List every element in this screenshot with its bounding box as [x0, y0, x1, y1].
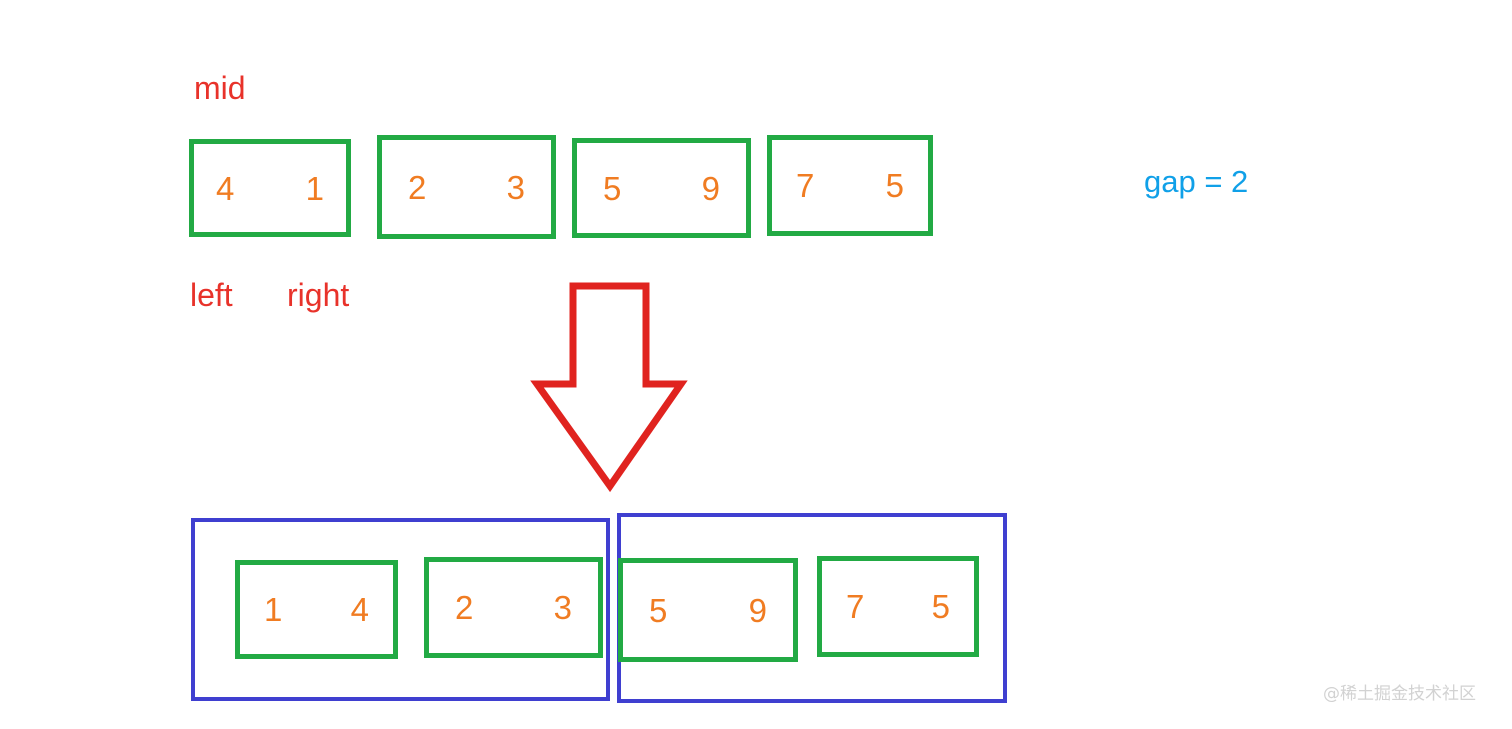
- top-cell-1-left-value: 2: [408, 168, 427, 206]
- bottom-left-cell-0: 1 4: [235, 560, 398, 659]
- bottom-right-cell-0: 5 9: [618, 558, 798, 662]
- label-gap: gap = 2: [1144, 164, 1249, 199]
- top-cell-1-right-value: 3: [506, 168, 525, 206]
- bottom-right-cell-1-right-value: 5: [931, 588, 950, 625]
- group-left: [191, 518, 610, 701]
- bottom-left-cell-0-left-value: 1: [264, 591, 283, 628]
- down-arrow-icon: [524, 278, 714, 496]
- bottom-right-cell-0-left-value: 5: [649, 591, 668, 629]
- top-cell-2: 5 9: [572, 138, 751, 238]
- bottom-right-cell-0-right-value: 9: [748, 591, 767, 629]
- top-cell-1: 2 3: [377, 135, 556, 239]
- top-cell-0-left-value: 4: [216, 169, 235, 207]
- top-cell-2-left-value: 5: [603, 169, 622, 207]
- bottom-right-cell-1-left-value: 7: [846, 588, 865, 625]
- bottom-right-cell-1: 7 5: [817, 556, 979, 657]
- bottom-left-cell-1-left-value: 2: [455, 589, 474, 626]
- top-cell-0-right-value: 1: [305, 169, 324, 207]
- label-left: left: [190, 277, 233, 313]
- top-cell-3-left-value: 7: [796, 167, 815, 204]
- bottom-left-cell-1: 2 3: [424, 557, 603, 658]
- label-right: right: [287, 277, 350, 313]
- top-cell-3-right-value: 5: [885, 167, 904, 204]
- top-cell-3: 7 5: [767, 135, 933, 236]
- label-mid: mid: [194, 70, 246, 106]
- watermark: @稀土掘金技术社区: [1323, 684, 1476, 704]
- bottom-left-cell-0-right-value: 4: [350, 591, 369, 628]
- top-cell-0: 4 1: [189, 139, 351, 237]
- bottom-left-cell-1-right-value: 3: [553, 589, 572, 626]
- top-cell-2-right-value: 9: [701, 169, 720, 207]
